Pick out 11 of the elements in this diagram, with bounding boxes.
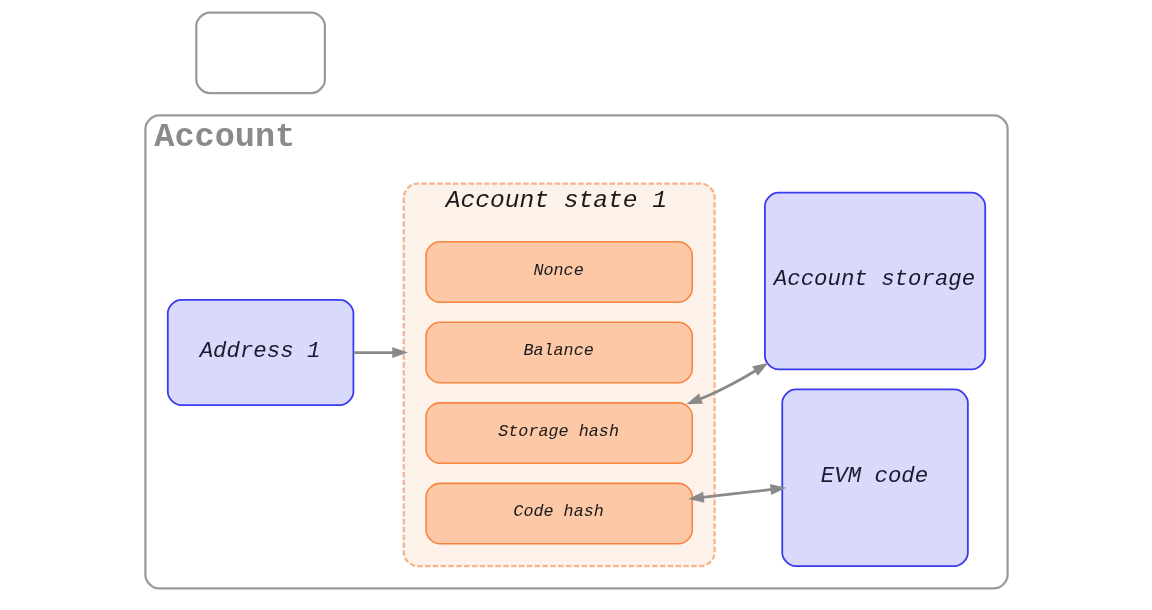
arrow <box>687 484 786 503</box>
node-box <box>194 11 326 95</box>
node-box: EVM code <box>780 388 969 567</box>
arrow <box>352 347 408 359</box>
node-box: Account storage <box>763 191 986 371</box>
arrow <box>685 362 768 405</box>
node-box: Storage hash <box>424 402 693 464</box>
node-box: Balance <box>424 321 693 384</box>
node-box: Nonce <box>424 241 693 303</box>
node-box: Code hash <box>424 482 693 545</box>
node-box: Address 1 <box>166 299 354 406</box>
